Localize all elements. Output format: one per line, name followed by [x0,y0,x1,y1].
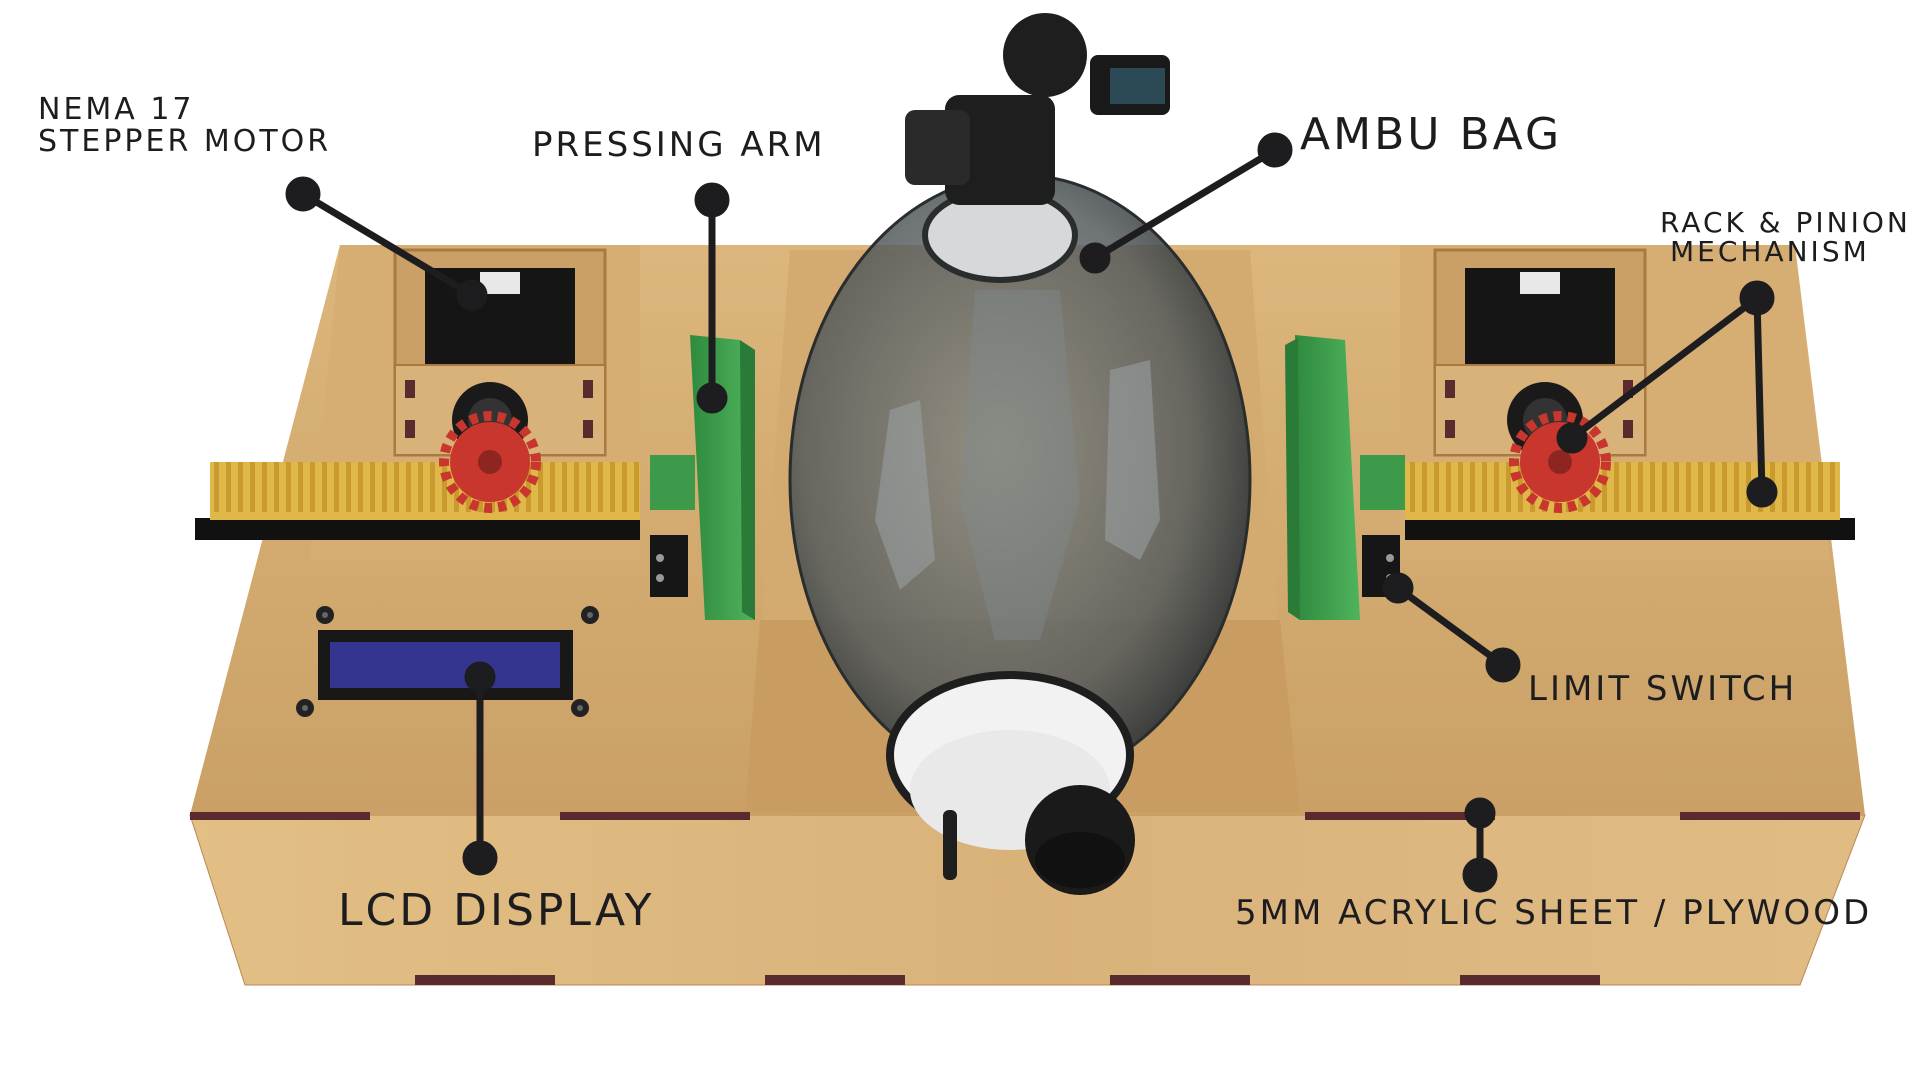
edge-slots [190,812,1860,985]
label-pressing-arm: PRESSING ARM [532,125,826,165]
rack-tooth [1650,462,1655,512]
rack-tooth [586,462,591,512]
rack-tooth [562,462,567,512]
rack-tooth [1614,462,1619,512]
rack-tooth [610,462,615,512]
rack-tooth [262,462,267,512]
rack-tooth [442,462,447,512]
rack-tooth [1734,462,1739,512]
rack-right-icon [1405,462,1855,540]
rack-tooth [622,462,627,512]
rack-tooth [1686,462,1691,512]
rack-tooth [1830,462,1835,512]
pressing-arm-right-icon [1285,335,1405,620]
label-nema17-line1: NEMA 17 [38,92,195,127]
rack-tooth [406,462,411,512]
label-lcd-display: LCD DISPLAY [338,885,655,936]
leader-rack-b [1753,297,1766,493]
label-ambu-bag: AMBU BAG [1300,109,1563,160]
rack-tooth [418,462,423,512]
label-limit-switch: LIMIT SWITCH [1528,669,1798,709]
rack-tooth [1638,462,1643,512]
rack-tooth [238,462,243,512]
label-rack-pinion: RACK & PINION MECHANISM [1660,208,1911,267]
label-nema17: NEMA 17 STEPPER MOTOR [38,94,331,157]
rack-tooth [298,462,303,512]
rack-tooth [358,462,363,512]
rack-tooth [1458,462,1463,512]
label-material: 5MM ACRYLIC SHEET / PLYWOOD [1235,893,1873,933]
rack-tooth [394,462,399,512]
rack-tooth [274,462,279,512]
rack-tooth [1494,462,1499,512]
rack-tooth [1722,462,1727,512]
rack-tooth [322,462,327,512]
rack-tooth [430,462,435,512]
rack-tooth [1662,462,1667,512]
label-nema17-line2: STEPPER MOTOR [38,123,332,159]
rack-tooth [1626,462,1631,512]
rack-tooth [1710,462,1715,512]
rack-tooth [634,462,639,512]
label-rack-pinion-line1: RACK & PINION [1660,206,1911,239]
rack-tooth [1422,462,1427,512]
rack-tooth [1818,462,1823,512]
pinion-gear-icon [439,411,541,513]
rack-tooth [598,462,603,512]
rack-icon [195,462,640,540]
rack-tooth [550,462,555,512]
ambu-bag-icon [788,13,1252,895]
stepper-motor-right-icon [1433,248,1647,458]
lcd-icon [296,606,599,717]
leader-ambu [1093,146,1277,262]
leader-lines [285,132,1778,893]
rack-tooth [1674,462,1679,512]
rack-tooth [1410,462,1415,512]
rack-tooth [1434,462,1439,512]
rack-tooth [346,462,351,512]
rack-tooth [1602,462,1607,512]
rack-tooth [286,462,291,512]
rack-tooth [1482,462,1487,512]
rack-tooth [310,462,315,512]
leader-rack-a [1569,295,1760,441]
leader-limit [1395,585,1506,668]
rack-tooth [1470,462,1475,512]
rack-tooth [1782,462,1787,512]
rack-tooth [1698,462,1703,512]
rack-tooth [574,462,579,512]
rack-tooth [1806,462,1811,512]
limit-switch-icon [650,535,688,597]
rack-tooth [370,462,375,512]
rack-tooth [250,462,255,512]
rack-tooth [382,462,387,512]
rack-tooth [1794,462,1799,512]
rack-tooth [214,462,219,512]
rack-tooth [1446,462,1451,512]
rack-tooth [526,462,531,512]
label-rack-pinion-line2: MECHANISM [1670,235,1870,269]
rack-tooth [334,462,339,512]
rack-tooth [538,462,543,512]
rack-tooth [226,462,231,512]
valve-icon [905,13,1170,205]
rack-tooth [1506,462,1511,512]
leader-nema [301,190,474,299]
